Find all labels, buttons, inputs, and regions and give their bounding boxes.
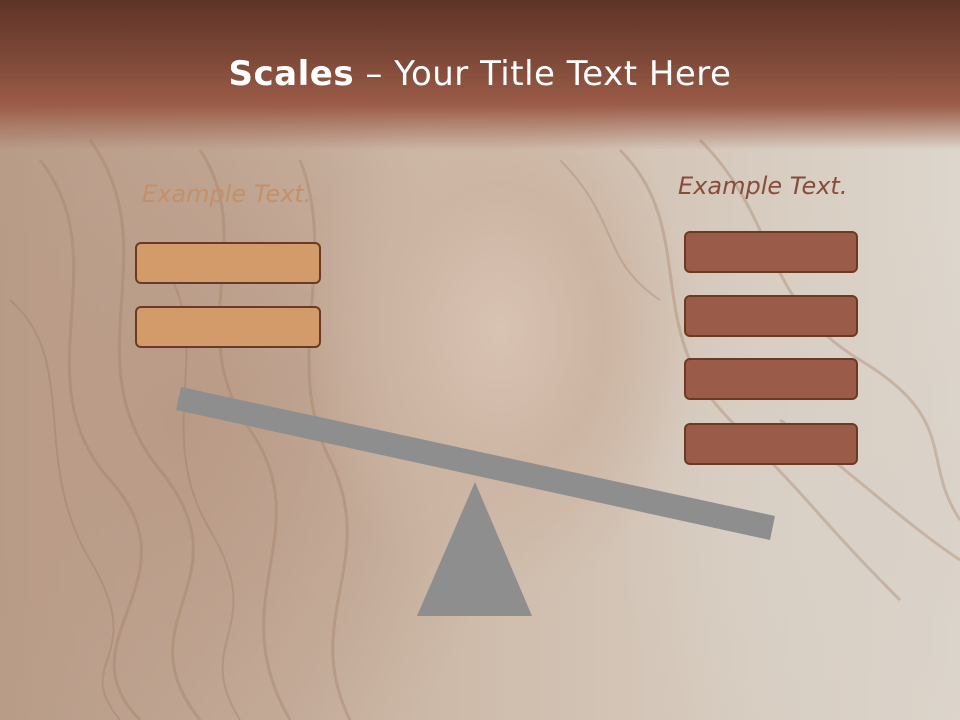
- right-text-box-1: [684, 231, 858, 273]
- title-bold: Scales: [228, 54, 355, 94]
- scale-fulcrum: [417, 482, 532, 616]
- right-text-box-2: [684, 295, 858, 337]
- slide-title: Scales – Your Title Text Here: [0, 54, 960, 94]
- right-text-box-3: [684, 358, 858, 400]
- right-text-box-4: [684, 423, 858, 465]
- left-text-box-2: [135, 306, 321, 348]
- scale-beam: [176, 387, 775, 540]
- left-text-box-1: [135, 242, 321, 284]
- left-example-text: Example Text.: [142, 180, 312, 208]
- title-rest: – Your Title Text Here: [354, 54, 732, 94]
- right-example-text: Example Text.: [678, 172, 848, 200]
- title-bar: [0, 0, 960, 150]
